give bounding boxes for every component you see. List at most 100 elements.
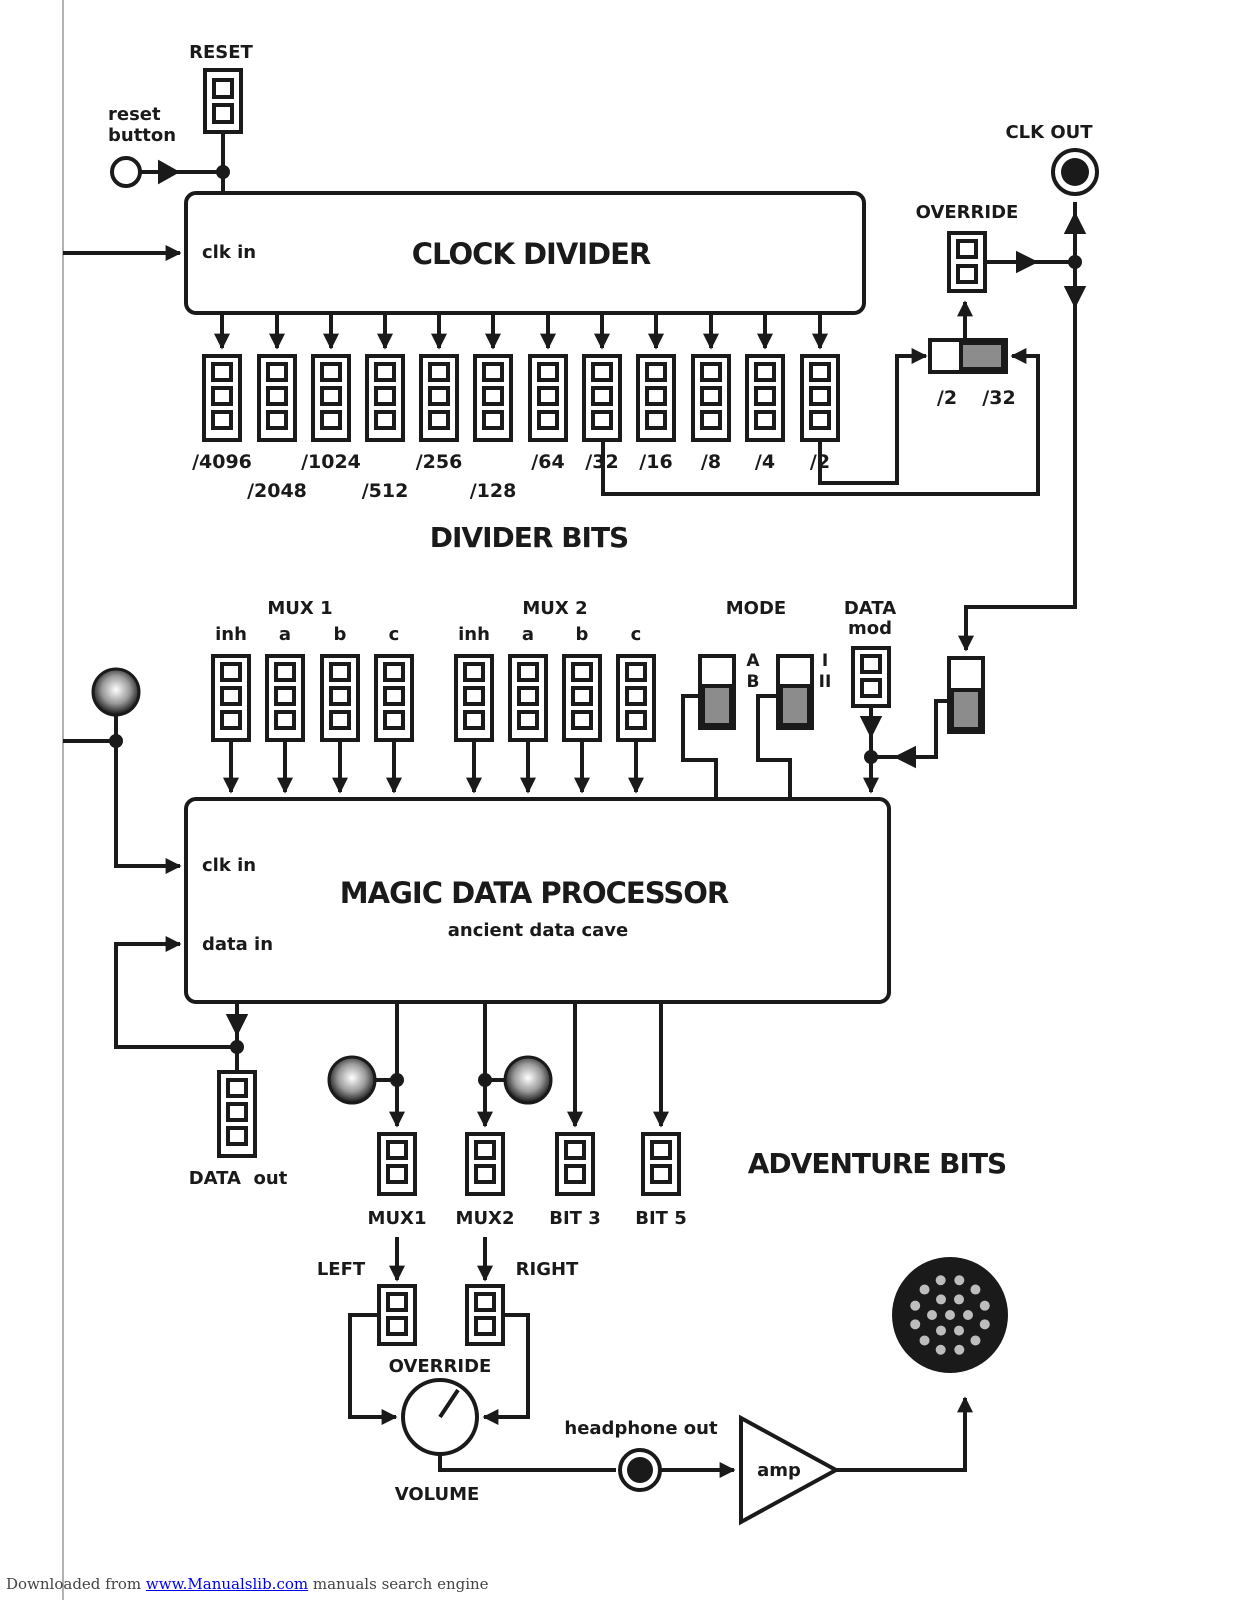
divider-jumper-10-pin-3: [700, 410, 722, 430]
divider-label-div32: /32: [585, 451, 618, 473]
footer-prefix: Downloaded from: [6, 1575, 146, 1593]
mux1-knob[interactable]: [327, 1055, 377, 1105]
speaker-hole-9: [970, 1335, 981, 1346]
mode-ab-line: [681, 694, 718, 799]
headphone-out-label: headphone out: [564, 1418, 718, 1439]
speaker-hole-2: [963, 1310, 973, 1320]
left-pin-1: [386, 1292, 408, 1312]
divider-jumper-1-pin-1: [211, 362, 233, 382]
amp-to-speaker-line: [836, 1396, 973, 1472]
clock-rate-knob[interactable]: [91, 667, 141, 717]
divider-jumper-7-pin-2: [537, 386, 559, 406]
adventure-label-3: BIT 3: [549, 1208, 601, 1229]
mux-jumper-5-pin-3: [463, 710, 485, 730]
mux-jumper-2-pin-2: [274, 686, 296, 706]
mux-jumper-6-pin-2: [517, 686, 539, 706]
divider-label-div2: /2: [810, 451, 830, 473]
mux-jumper-6-pin-3: [517, 710, 539, 730]
divider-jumper-5-pin-2: [428, 386, 450, 406]
divider-label-div128: /128: [470, 480, 517, 502]
footer-suffix: manuals search engine: [308, 1575, 489, 1593]
mux-jumper-4-pin-2: [383, 686, 405, 706]
left-pin-2: [386, 1316, 408, 1336]
data-mod-label-1: DATA: [844, 598, 896, 619]
data-loop-line: [114, 936, 237, 1049]
reset-pin-2: [212, 103, 234, 124]
clock-divider-clk-in-label: clk in: [202, 242, 256, 263]
mode-label-a: A: [746, 651, 760, 671]
mode-roman-knob: [779, 684, 811, 727]
divider-jumper-2-pin-3: [266, 410, 288, 430]
right-pin-2: [474, 1316, 496, 1336]
mux-jumper-1-pin-2: [220, 686, 242, 706]
clk-out-jack-hole: [1061, 158, 1089, 186]
speaker-hole-14: [910, 1300, 921, 1311]
adventure-label-4: BIT 5: [635, 1208, 687, 1229]
divider-jumper-4-pin-1: [374, 362, 396, 382]
mux-jumper-8-pin-1: [625, 662, 647, 682]
data-out-label: DATA out: [189, 1168, 288, 1189]
mux-pin-label-6: a: [522, 624, 534, 645]
reset-button-label-2: button: [108, 125, 176, 146]
right-pin-1: [474, 1292, 496, 1312]
divider-jumper-9-pin-3: [645, 410, 667, 430]
mux-jumpers: [211, 654, 656, 794]
reset-button[interactable]: [110, 156, 142, 188]
clock-divider-box: [184, 191, 866, 315]
divider-jumper-6-pin-2: [482, 386, 504, 406]
divider-jumper-4-pin-3: [374, 410, 396, 430]
mux-jumper-7-pin-3: [571, 710, 593, 730]
divider-bits-title: DIVIDER BITS: [430, 521, 628, 554]
audio-override-label: OVERRIDE: [389, 1356, 492, 1377]
footer-link[interactable]: www.Manualslib.com: [145, 1575, 309, 1593]
clock-override-pin-2: [956, 264, 978, 284]
mux-jumper-1-pin-1: [220, 662, 242, 682]
divider-jumper-10-pin-2: [700, 386, 722, 406]
speaker-hole-11: [935, 1344, 946, 1355]
mux-pin-label-3: b: [334, 624, 347, 645]
adventure-jumper-1-pin-1: [386, 1140, 408, 1160]
data-out-pin-3: [226, 1126, 248, 1146]
switch-label-div2: /2: [937, 387, 957, 409]
divider-jumper-7-pin-1: [537, 362, 559, 382]
clock-down-arrow: [1063, 286, 1087, 309]
divider-jumper-12-pin-3: [809, 410, 831, 430]
speaker-hole-4: [936, 1325, 946, 1336]
mux-pin-label-5: inh: [458, 624, 490, 645]
speaker-grille: [910, 1275, 990, 1355]
amp-triangle: [739, 1414, 841, 1526]
speaker-hole-15: [919, 1284, 930, 1295]
speaker-hole-17: [954, 1275, 965, 1286]
mux-jumper-4-pin-3: [383, 710, 405, 730]
processor-data-in-label: data in: [202, 934, 273, 955]
divider-jumper-8-pin-1: [591, 362, 613, 382]
adventure-jumper-2-pin-1: [474, 1140, 496, 1160]
data-out-arrow: [225, 1014, 249, 1037]
mode-label-ii: II: [819, 672, 832, 692]
processor-clk-in-label: clk in: [202, 855, 256, 876]
right-label: RIGHT: [516, 1259, 579, 1280]
divider-jumper-6-pin-3: [482, 410, 504, 430]
adventure-label-1: MUX1: [368, 1208, 427, 1229]
mux-pin-label-7: b: [576, 624, 589, 645]
mux-jumper-5-pin-1: [463, 662, 485, 682]
clk-out-label: CLK OUT: [1005, 122, 1093, 143]
divider-label-div16: /16: [639, 451, 672, 473]
divider-label-div1024: /1024: [301, 451, 361, 473]
divider-label-div2048: /2048: [247, 480, 307, 502]
divider-jumper-9-pin-1: [645, 362, 667, 382]
mux-jumper-2-pin-3: [274, 710, 296, 730]
mode-title: MODE: [726, 598, 786, 619]
divider-jumper-11-pin-3: [754, 410, 776, 430]
mux2-knob[interactable]: [503, 1055, 553, 1105]
mode-label-b: B: [747, 672, 760, 692]
divider-jumper-1-pin-2: [211, 386, 233, 406]
mux-jumper-8-pin-2: [625, 686, 647, 706]
mux-jumper-8[interactable]: [616, 654, 656, 742]
amp-label: amp: [757, 1460, 801, 1481]
adventure-jumper-3-pin-2: [564, 1164, 586, 1184]
volume-to-headphone-line: [438, 1454, 616, 1472]
data-out-junction: [230, 1040, 244, 1054]
